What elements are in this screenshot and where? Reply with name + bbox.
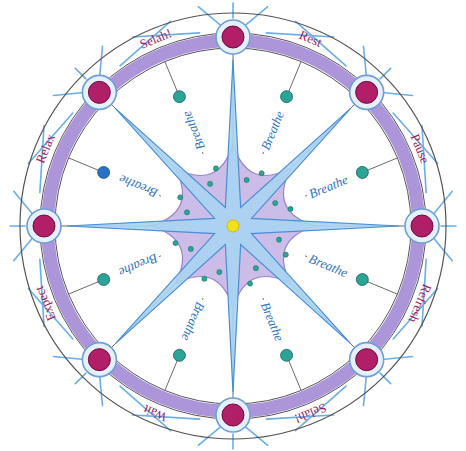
bead-halo <box>82 343 116 377</box>
light-ray <box>198 7 222 27</box>
web-dot <box>202 276 207 281</box>
minor-spoke-inner <box>159 195 161 197</box>
bead-core <box>88 349 110 371</box>
web-dot <box>276 237 281 242</box>
magenta-bead <box>82 75 116 109</box>
magenta-bead <box>27 209 61 243</box>
light-ray <box>363 46 366 77</box>
teal-dot <box>356 274 368 286</box>
magenta-bead <box>216 20 250 54</box>
text-ring-inner <box>40 33 426 419</box>
web-dot <box>253 266 258 271</box>
blue-star <box>67 60 399 392</box>
light-ray <box>100 46 103 77</box>
light-ray <box>198 426 222 446</box>
bead-halo <box>405 209 439 243</box>
bead-core <box>356 81 378 103</box>
bead-core <box>356 349 378 371</box>
minor-spoke-inner <box>262 298 264 300</box>
light-ray <box>433 237 453 261</box>
web-dot <box>188 246 193 251</box>
light-ray <box>232 434 234 449</box>
teal-dot <box>281 349 293 361</box>
light-ray <box>53 93 84 96</box>
light-ray <box>14 191 34 215</box>
teal-dot <box>173 349 185 361</box>
bead-core <box>88 81 110 103</box>
web-dot <box>247 281 252 286</box>
light-ray <box>441 225 456 227</box>
light-ray <box>53 356 84 359</box>
bead-core <box>411 215 433 237</box>
web-dot <box>173 240 178 245</box>
minor-spoke-inner <box>305 195 307 197</box>
bead-core <box>33 215 55 237</box>
light-ray <box>100 375 103 406</box>
light-ray <box>232 3 234 18</box>
minor-spoke-inner <box>202 298 204 300</box>
web-dot <box>259 171 264 176</box>
minor-spoke-inner <box>305 255 307 257</box>
magenta-bead <box>82 343 116 377</box>
light-ray <box>382 356 413 359</box>
minor-spoke-inner <box>202 152 204 154</box>
web-dot <box>244 177 249 182</box>
bead-halo <box>27 209 61 243</box>
web-dot <box>217 269 222 274</box>
inner-ring <box>55 48 411 404</box>
bead-core <box>222 26 244 48</box>
bead-halo <box>350 343 384 377</box>
light-ray <box>10 225 25 227</box>
light-ray <box>14 237 34 261</box>
web-dot <box>288 206 293 211</box>
light-ray <box>433 191 453 215</box>
magenta-bead <box>405 209 439 243</box>
magenta-bead <box>350 75 384 109</box>
web-dot <box>213 166 218 171</box>
minor-spoke-inner <box>159 255 161 257</box>
light-ray <box>363 375 366 406</box>
teal-dot <box>356 166 368 178</box>
minor-spoke-inner <box>262 152 264 154</box>
light-ray <box>244 7 268 27</box>
web-dot <box>273 200 278 205</box>
web-dot <box>283 252 288 257</box>
teal-dot <box>98 166 110 178</box>
web-dot <box>207 181 212 186</box>
bead-core <box>222 404 244 426</box>
light-ray <box>382 93 413 96</box>
magenta-bead <box>216 398 250 432</box>
outer-ring <box>20 13 446 439</box>
teal-dot <box>173 91 185 103</box>
magenta-bead <box>350 343 384 377</box>
teal-dot <box>98 274 110 286</box>
bead-halo <box>216 398 250 432</box>
purple-band <box>48 41 419 412</box>
bead-halo <box>350 75 384 109</box>
web-dot <box>184 210 189 215</box>
center-dot <box>227 220 239 232</box>
bead-halo <box>216 20 250 54</box>
bead-halo <box>82 75 116 109</box>
teal-dot <box>281 91 293 103</box>
web-dot <box>178 195 183 200</box>
light-ray <box>244 426 268 446</box>
